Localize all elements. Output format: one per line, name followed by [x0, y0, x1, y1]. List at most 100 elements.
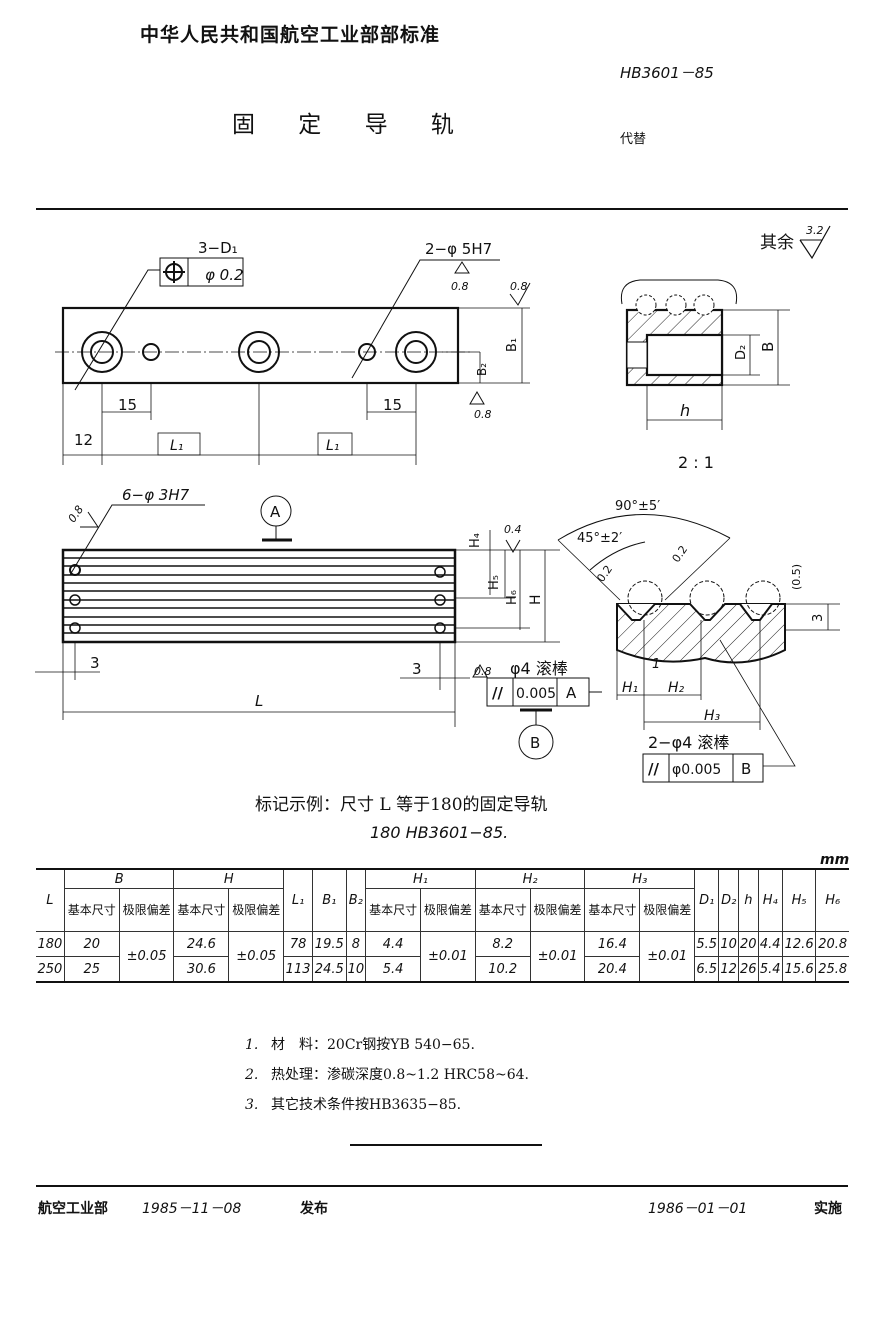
svg-text:0.8: 0.8: [66, 503, 87, 525]
detail-view: 90°±5′ 45°±2′ 0.2 0.2 (0.5) 3 1 H₁ H₂ H₃…: [557, 499, 840, 783]
table-row: 250 25 30.6 113 24.5 10 5.4 10.2 20.4 6.…: [36, 956, 849, 983]
col-H5: H₅: [781, 868, 817, 932]
footer-issuer: 航空工业部: [38, 1201, 108, 1217]
svg-text:B₁: B₁: [505, 338, 520, 352]
svg-text:2−φ 5H7: 2−φ 5H7: [425, 240, 492, 258]
svg-text:3: 3: [90, 654, 100, 672]
footer-issue-label: 发布: [300, 1201, 328, 1217]
svg-text:0.005: 0.005: [516, 686, 556, 702]
cell-H1: 5.4: [365, 956, 421, 983]
svg-text:h: h: [680, 401, 690, 420]
cell-H4: 4.4: [757, 931, 783, 957]
sub-basic: 基本尺寸: [584, 888, 641, 932]
svg-text:0.2: 0.2: [670, 543, 691, 565]
document-title: 固 定 导 轨: [232, 112, 472, 138]
svg-text:3.2: 3.2: [806, 224, 824, 237]
sub-tol: 极限偏差: [228, 888, 285, 932]
dimension-table: L B H L₁ B₁ B₂ H₁ H₂ H₃ D₁ D₂ h H₄ H₅ H₆…: [36, 868, 849, 983]
svg-text:12: 12: [74, 431, 93, 449]
col-group-H: H: [173, 868, 285, 889]
svg-text:(0.5): (0.5): [790, 564, 803, 590]
svg-text:H₂: H₂: [668, 680, 685, 696]
svg-text:15: 15: [383, 396, 402, 414]
svg-text:2 : 1: 2 : 1: [678, 453, 714, 472]
svg-text:L₁: L₁: [170, 438, 183, 454]
svg-text:H₆: H₆: [505, 590, 520, 605]
svg-text:φ0.005: φ0.005: [672, 762, 721, 778]
svg-text://: //: [492, 684, 503, 702]
svg-text:45°±2′: 45°±2′: [577, 531, 622, 546]
sub-basic: 基本尺寸: [173, 888, 230, 932]
cell-D1: 5.5: [694, 931, 720, 957]
cell-H5: 15.6: [781, 956, 817, 983]
footer-divider: [36, 1185, 848, 1187]
cell-H5: 12.6: [781, 931, 817, 957]
section-view: D₂ B h 2 : 1: [620, 279, 790, 472]
engineering-drawing: 其余 3.2 φ 0.2 3−D₁ 2−φ 5H7 0.8 0.8 0.8: [35, 224, 840, 783]
cell-D2: 12: [718, 956, 739, 983]
col-group-H3: H₃: [584, 868, 696, 889]
col-D1: D₁: [694, 868, 720, 932]
svg-text:B: B: [759, 342, 777, 352]
svg-text:H₅: H₅: [487, 575, 502, 590]
cell-H3: 20.4: [584, 956, 641, 983]
cell-H1: 4.4: [365, 931, 421, 957]
svg-text:0.8: 0.8: [451, 280, 469, 293]
marking-example-line2: 180 HB3601−85.: [370, 823, 509, 842]
cell-L1: 113: [283, 956, 314, 983]
cell-H2: 10.2: [474, 956, 531, 983]
footer-issue-date: 1985－11－08: [142, 1201, 242, 1217]
col-D2: D₂: [718, 868, 739, 932]
cell-B2: 8: [345, 931, 367, 957]
svg-text:φ4 滚棒: φ4 滚棒: [510, 659, 568, 678]
footer-effective-label: 实施: [814, 1201, 842, 1217]
cell-L: 180: [36, 931, 65, 957]
svg-text:其余: 其余: [760, 233, 794, 253]
sub-tol: 极限偏差: [529, 888, 586, 932]
col-L: L: [36, 868, 65, 932]
sub-tol: 极限偏差: [419, 888, 476, 932]
cell-H4: 5.4: [757, 956, 783, 983]
svg-text:3: 3: [811, 614, 826, 622]
svg-text:H: H: [528, 594, 544, 605]
cell-H6: 20.8: [815, 931, 849, 957]
organization-header: 中华人民共和国航空工业部部标准: [140, 24, 441, 46]
svg-text:0.8: 0.8: [474, 408, 492, 421]
cell-B2: 10: [345, 956, 367, 983]
svg-text:2−φ4 滚棒: 2−φ4 滚棒: [648, 733, 729, 752]
svg-text:0.4: 0.4: [504, 523, 522, 536]
svg-text:L: L: [255, 692, 263, 710]
svg-text:3: 3: [412, 660, 422, 678]
col-L1: L₁: [283, 868, 314, 932]
cell-H1-tol: ±0.01: [419, 931, 476, 983]
svg-text:L₁: L₁: [326, 438, 339, 454]
cell-h: 20: [738, 931, 759, 957]
table-unit: mm: [820, 852, 850, 868]
svg-text:φ 0.2: φ 0.2: [205, 266, 244, 284]
svg-text:0.8: 0.8: [474, 665, 492, 678]
svg-text:6−φ 3H7: 6−φ 3H7: [122, 486, 190, 504]
technical-notes: 1.材 料：20Cr钢按YB 540−65. 2.热处理：渗碳深度0.8~1.2…: [245, 1030, 529, 1120]
cell-B1: 24.5: [312, 956, 347, 983]
svg-text:15: 15: [118, 396, 137, 414]
cell-D1: 6.5: [694, 956, 720, 983]
notes-end-rule: [350, 1144, 542, 1146]
svg-text:B₂: B₂: [475, 363, 489, 376]
cell-H: 30.6: [173, 956, 230, 983]
col-group-B: B: [63, 868, 175, 889]
sub-basic: 基本尺寸: [365, 888, 421, 932]
sub-tol: 极限偏差: [118, 888, 175, 932]
top-view: φ 0.2 3−D₁ 2−φ 5H7 0.8 0.8 0.8 15 15 12 …: [55, 239, 531, 465]
svg-text:1: 1: [652, 657, 660, 672]
cell-B: 25: [63, 956, 120, 983]
footer-effective-date: 1986－01－01: [648, 1201, 748, 1217]
svg-text:3−D₁: 3−D₁: [198, 239, 238, 257]
svg-text:H₁: H₁: [622, 680, 638, 696]
cell-h: 26: [738, 956, 759, 983]
svg-text:0.2: 0.2: [594, 563, 615, 585]
svg-text:A: A: [566, 684, 577, 702]
cell-H2: 8.2: [474, 931, 531, 957]
svg-text:A: A: [270, 503, 281, 521]
col-h: h: [738, 868, 759, 932]
col-H6: H₆: [815, 868, 849, 932]
